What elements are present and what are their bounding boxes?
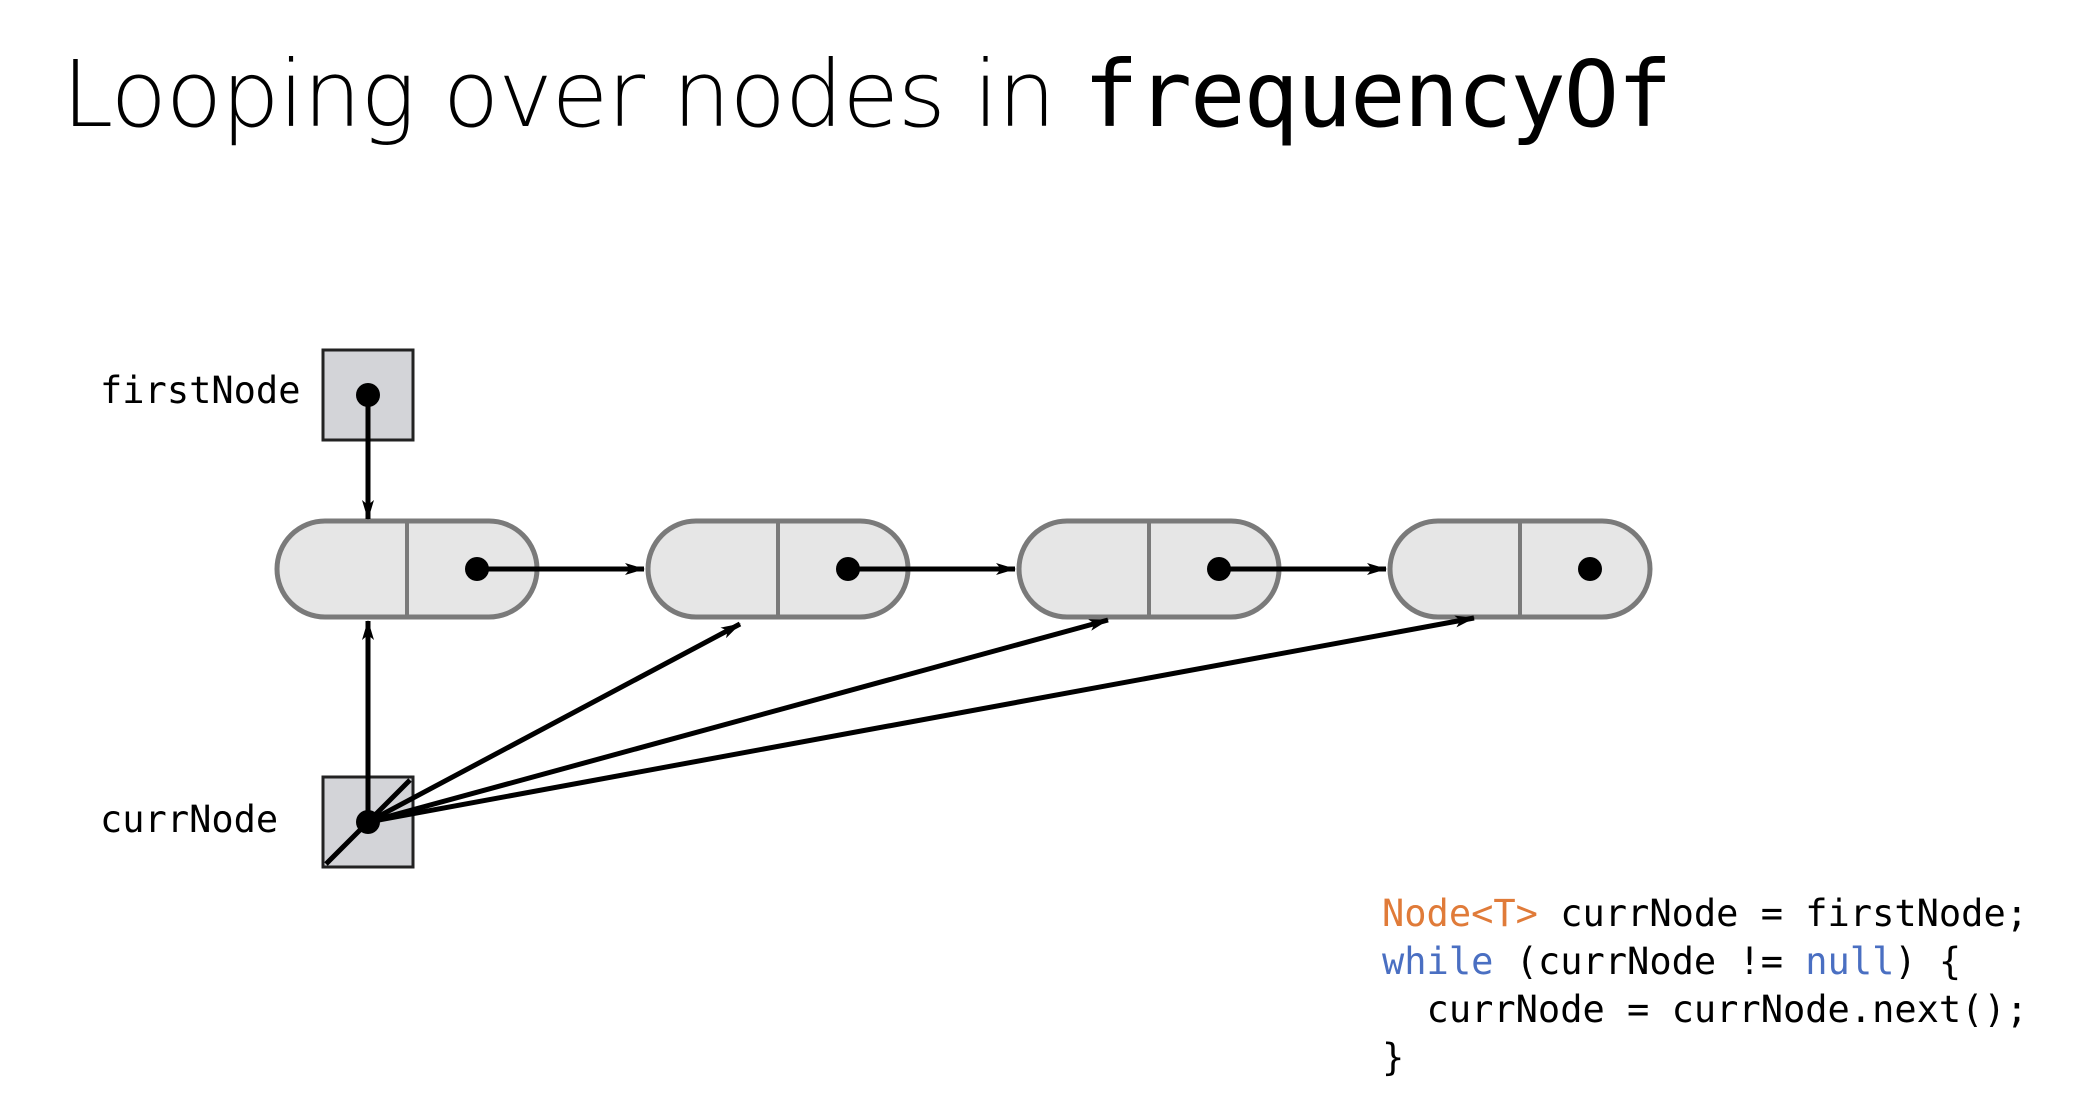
slide-title: Looping over nodes in frequencyOf bbox=[62, 41, 1673, 148]
node-4-next-dot bbox=[1578, 557, 1602, 581]
code-line-4: } bbox=[1382, 1036, 1405, 1079]
code-null-literal: null bbox=[1805, 940, 1895, 983]
code-line-2: while (currNode != null) { bbox=[1382, 940, 1961, 983]
code-line-3: currNode = currNode.next(); bbox=[1382, 988, 2029, 1031]
list-node-3 bbox=[1016, 518, 1282, 620]
title-method-name: frequencyOf bbox=[1083, 41, 1672, 148]
code-line-2-end: ) { bbox=[1894, 940, 1962, 983]
code-line-1-rest: currNode = firstNode; bbox=[1537, 892, 2029, 935]
code-line-1: Node<T> currNode = firstNode; bbox=[1382, 892, 2028, 935]
first-node-label: firstNode bbox=[100, 369, 300, 412]
curr-node-label: currNode bbox=[100, 798, 278, 841]
curr-node-arrow-to-node-3 bbox=[367, 617, 1109, 825]
list-node-4 bbox=[1387, 518, 1653, 620]
code-line-2-condition: (currNode != bbox=[1493, 940, 1806, 983]
list-node-1 bbox=[274, 518, 540, 620]
code-type-token: Node<T> bbox=[1382, 892, 1538, 935]
code-snippet: Node<T> currNode = firstNode; while (cur… bbox=[1382, 890, 2028, 1082]
title-text: Looping over nodes in bbox=[62, 41, 1084, 148]
curr-node-arrow-to-node-4 bbox=[367, 615, 1475, 825]
code-while-keyword: while bbox=[1382, 940, 1494, 983]
curr-node-arrow-to-node-2 bbox=[366, 621, 742, 825]
